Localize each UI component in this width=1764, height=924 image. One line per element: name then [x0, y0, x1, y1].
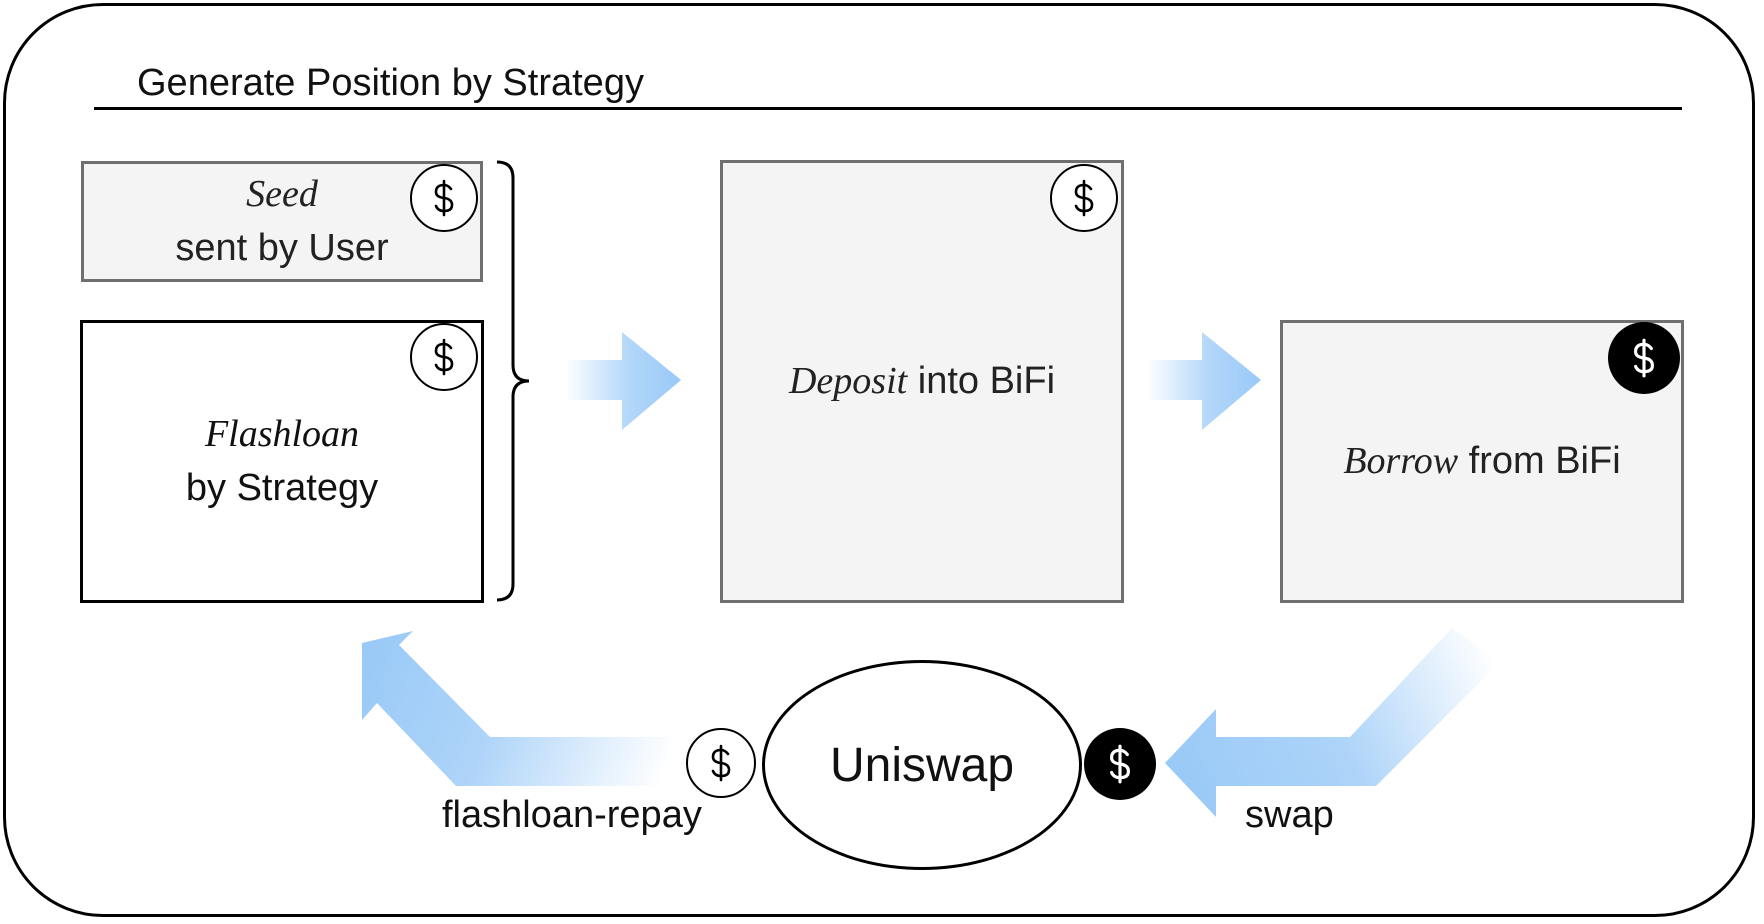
repay-arrow	[362, 631, 670, 786]
deposit-box: Deposit into BiFi	[720, 160, 1124, 603]
swap-label: swap	[1245, 794, 1334, 836]
uniswap-node: Uniswap	[762, 660, 1082, 870]
dollar-outline-icon	[410, 323, 478, 391]
seed-subtitle: sent by User	[175, 226, 389, 269]
diagram-title: Generate Position by Strategy	[137, 62, 644, 104]
arrow-to-borrow	[1146, 332, 1261, 430]
arrow-to-deposit	[565, 332, 681, 430]
dollar-filled-icon	[1608, 322, 1680, 394]
flashloan-subtitle: by Strategy	[185, 466, 379, 509]
borrow-label: Borrow from BiFi	[1343, 435, 1620, 488]
deposit-target: into BiFi	[907, 359, 1056, 402]
repay-label: flashloan-repay	[442, 794, 702, 836]
deposit-verb: Deposit	[788, 359, 908, 402]
seed-title: Seed	[246, 173, 318, 216]
flashloan-title: Flashloan	[204, 413, 360, 456]
borrow-verb: Borrow	[1343, 439, 1459, 482]
dollar-outline-icon	[1050, 164, 1118, 232]
grouping-brace	[496, 160, 530, 602]
swap-arrow	[1165, 628, 1500, 817]
dollar-filled-icon	[1084, 728, 1156, 800]
borrow-source: from BiFi	[1458, 439, 1621, 482]
dollar-outline-icon	[410, 164, 478, 232]
deposit-label: Deposit into BiFi	[789, 355, 1055, 408]
uniswap-label: Uniswap	[829, 738, 1015, 792]
dollar-outline-icon	[686, 728, 756, 798]
title-underline	[94, 107, 1682, 110]
